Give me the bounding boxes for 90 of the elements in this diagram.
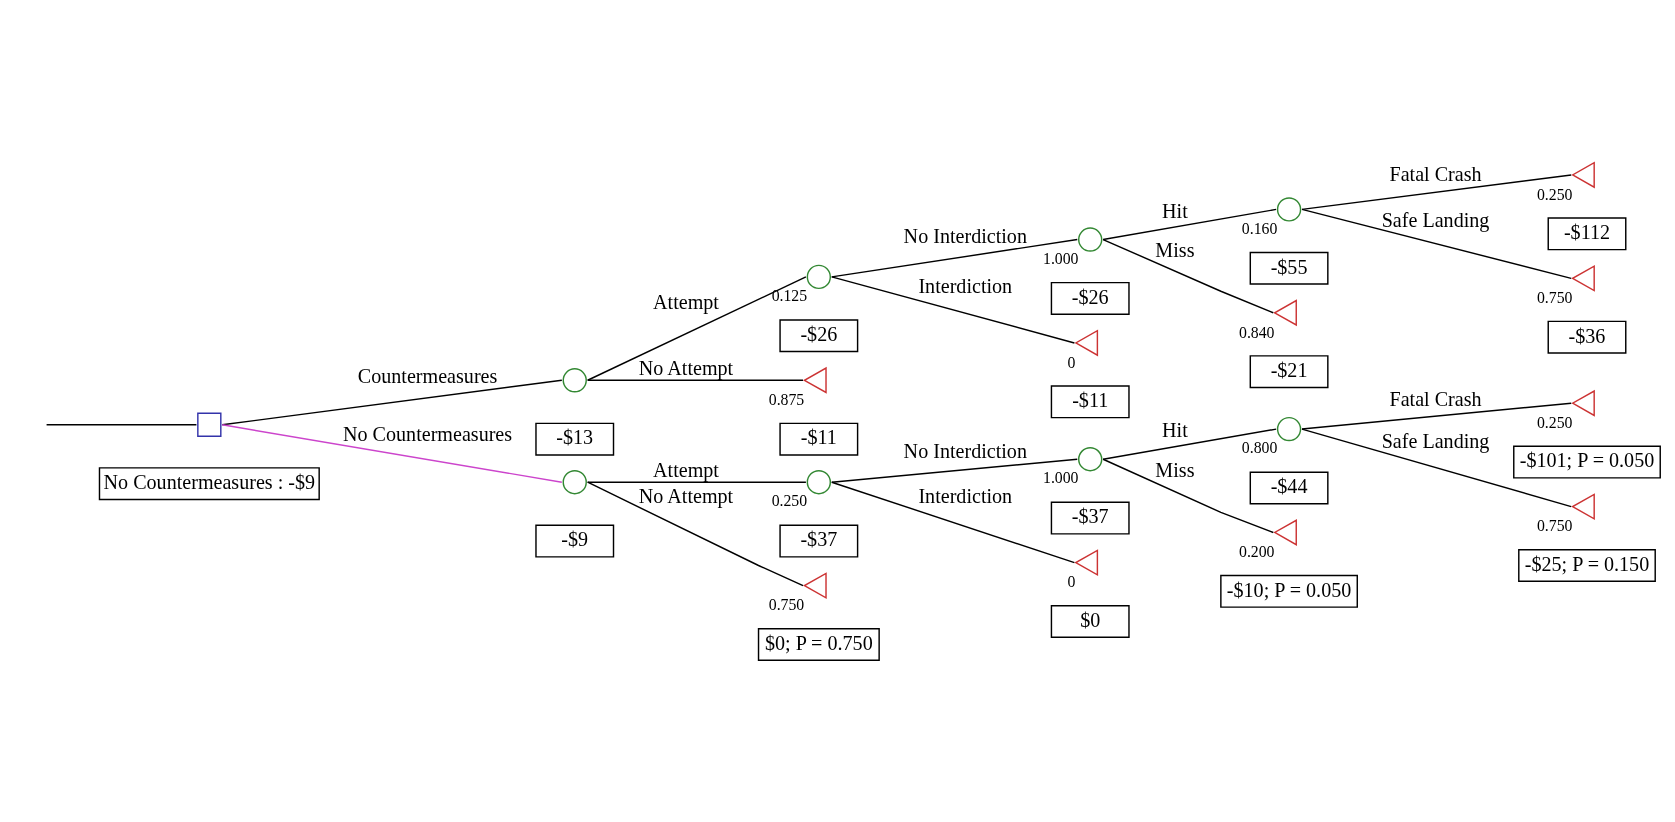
node-label: -$37	[1071, 504, 1109, 527]
node-triangle	[1571, 161, 1595, 188]
edge-label: No Attempt	[638, 356, 734, 379]
edge-label: Miss	[1155, 238, 1195, 261]
node-label: -$13	[556, 425, 594, 448]
edge-label: Hit	[1162, 199, 1188, 222]
node-box	[197, 412, 222, 437]
node-triangle	[803, 571, 827, 599]
node-label: -$44	[1270, 474, 1308, 497]
connector	[1301, 173, 1572, 210]
node-circle	[806, 264, 832, 289]
node-triangle	[1273, 298, 1297, 326]
node-triangle	[1074, 329, 1099, 356]
edge-label: No Countermeasures	[343, 422, 513, 445]
node-label: 0.250	[1536, 185, 1573, 203]
node-label: 0.750	[768, 595, 805, 613]
connector	[586, 379, 804, 381]
node-label: -$10; P = 0.050	[1226, 578, 1352, 601]
node-triangle	[1571, 492, 1595, 520]
edge-label: Safe Landing	[1381, 208, 1490, 231]
node-circle	[562, 469, 587, 494]
node-triangle	[1273, 518, 1297, 546]
connector	[1301, 402, 1572, 430]
node-label: 0.750	[1536, 516, 1573, 534]
edge-label: Countermeasures	[357, 364, 498, 387]
connector	[586, 481, 804, 586]
node-label: -$11	[1072, 388, 1109, 411]
edge-label: Fatal Crash	[1389, 387, 1482, 410]
connector	[586, 481, 807, 483]
node-circle	[1276, 416, 1302, 441]
node-label: 0.250	[1536, 413, 1573, 431]
node-circle	[1078, 226, 1103, 252]
connector	[1102, 458, 1274, 533]
connector	[1102, 427, 1277, 460]
edge-label: Safe Landing	[1381, 429, 1490, 452]
node-label: -$112	[1563, 220, 1611, 243]
edge-label: Attempt	[653, 458, 719, 481]
edge-label: Miss	[1155, 458, 1195, 481]
connector	[1102, 208, 1277, 240]
node-triangle	[803, 366, 827, 394]
edge-label: Hit	[1162, 418, 1188, 441]
node-label: 0.200	[1239, 542, 1275, 560]
edge-label: Fatal Crash	[1389, 162, 1482, 185]
node-label: -$26	[800, 322, 838, 345]
node-label: -$9	[561, 527, 589, 550]
node-circle	[562, 367, 587, 392]
connector	[831, 458, 1078, 483]
edge-label: No Attempt	[638, 484, 734, 507]
connector	[831, 275, 1076, 344]
connector	[1102, 238, 1274, 313]
node-label: 0.160	[1241, 219, 1278, 237]
node-label: -$25; P = 0.150	[1524, 552, 1650, 575]
node-circle	[806, 469, 832, 494]
connector	[586, 275, 807, 381]
connector	[1301, 208, 1572, 279]
node-label: 0.125	[771, 286, 808, 304]
node-label: 1.000	[1043, 468, 1079, 486]
node-triangle	[1074, 548, 1099, 576]
edge-label: No Interdiction	[903, 224, 1027, 247]
node-label: -$26	[1071, 285, 1109, 308]
node-label: 0	[1067, 353, 1076, 371]
node-circle	[1276, 196, 1302, 222]
node-label: -$37	[800, 527, 838, 550]
node-label: -$101; P = 0.050	[1519, 448, 1655, 471]
connector	[831, 238, 1078, 278]
edge-label: No Interdiction	[903, 439, 1027, 462]
node-label: 0.750	[1536, 288, 1573, 306]
edge-label: Interdiction	[918, 484, 1013, 507]
connector	[221, 423, 563, 483]
node-label: $0	[1080, 608, 1101, 631]
node-label: -$21	[1270, 358, 1308, 381]
node-label: 0	[1067, 572, 1076, 590]
node-label: $0; P = 0.750	[764, 631, 873, 654]
connector	[831, 481, 1076, 563]
node-triangle	[1571, 389, 1595, 417]
node-label: 0.800	[1241, 438, 1278, 456]
edge-label: Attempt	[653, 290, 719, 313]
node-label: 1.000	[1043, 249, 1079, 267]
node-label: 0.250	[771, 491, 808, 509]
node-label: No Countermeasures : -$9	[103, 470, 316, 493]
connector	[1301, 427, 1572, 507]
node-label: 0.840	[1239, 323, 1275, 341]
node-label: 0.875	[768, 390, 805, 408]
node-label: -$36	[1568, 324, 1606, 347]
connector	[45, 423, 198, 425]
node-label: -$55	[1270, 255, 1308, 278]
node-circle	[1078, 446, 1103, 471]
node-triangle	[1571, 264, 1595, 292]
edge-label: Interdiction	[918, 274, 1013, 297]
node-label: -$11	[800, 425, 837, 448]
